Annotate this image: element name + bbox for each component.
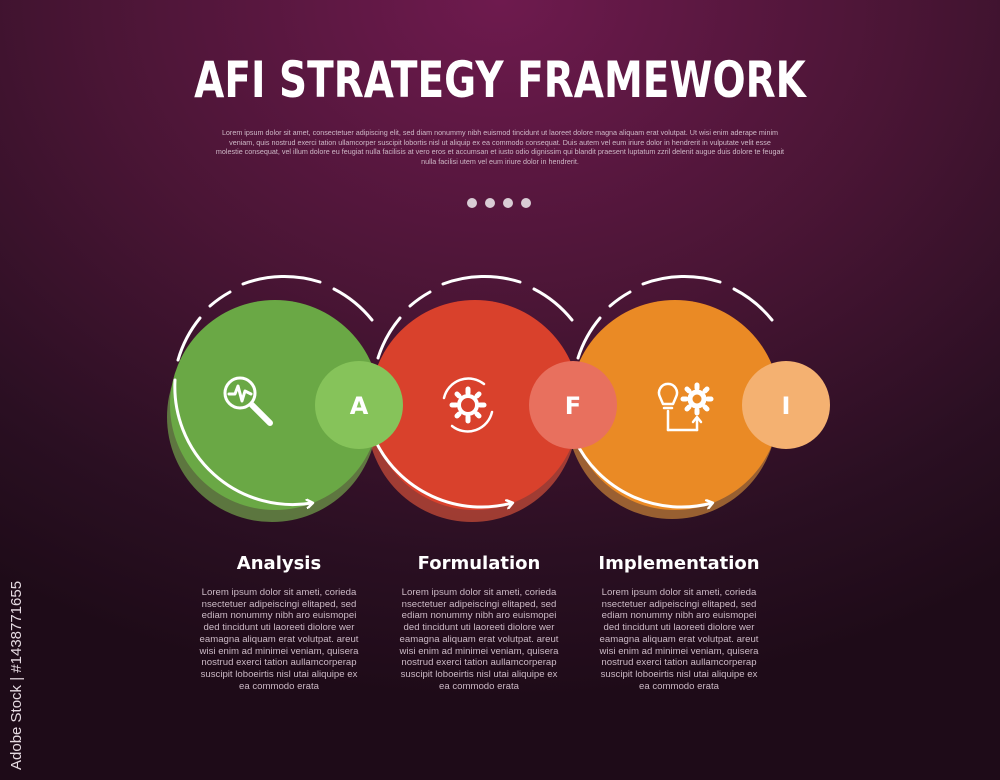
bulb-gear-icon <box>657 382 714 432</box>
orbit-rings <box>173 275 774 508</box>
stage-implementation-circle <box>567 300 780 519</box>
orbit-arc <box>408 290 432 308</box>
orbit-arc <box>441 275 522 286</box>
stage-analysis-circle <box>167 300 380 522</box>
orbit-arc <box>208 290 232 308</box>
orbit-arc <box>641 275 722 286</box>
gear-cycle-icon <box>442 377 494 433</box>
pagination-dot <box>485 198 495 208</box>
stage-description-formulation: Lorem ipsum dolor sit ameti, corieda nse… <box>399 587 559 692</box>
orbit-arc <box>176 316 202 362</box>
magnifier-pulse-icon <box>223 376 273 426</box>
stage-title-formulation: Formulation <box>417 553 541 574</box>
arrow <box>373 438 512 507</box>
orbit-arc <box>332 287 374 322</box>
badge-i: I <box>742 361 830 449</box>
orbit-arc <box>576 316 602 360</box>
stage-title-implementation: Implementation <box>598 553 760 574</box>
badge-f: F <box>529 361 617 449</box>
orbit-arc <box>608 290 632 308</box>
stage-description-implementation: Lorem ipsum dolor sit ameti, corieda nse… <box>599 587 759 692</box>
badge-letter-f: F <box>565 392 581 420</box>
arrow <box>573 438 712 507</box>
stage-title-analysis: Analysis <box>236 553 322 574</box>
watermark-text: Adobe Stock | #1438771655 <box>8 580 25 770</box>
intro-text: Lorem ipsum dolor sit amet, consectetuer… <box>215 128 785 166</box>
pagination-dot <box>467 198 477 208</box>
badge-letter-i: I <box>782 392 791 420</box>
pagination-dot <box>521 198 531 208</box>
orbit-arc <box>376 316 402 360</box>
arrow <box>173 378 312 505</box>
orbit-arc <box>732 287 774 322</box>
orbit-arc <box>532 287 574 322</box>
pagination-dots <box>467 198 531 208</box>
badge-letter-a: A <box>350 392 369 420</box>
stage-description-analysis: Lorem ipsum dolor sit ameti, corieda nse… <box>199 587 359 692</box>
page-title: AFI STRATEGY FRAMEWORK <box>194 51 806 109</box>
badge-a: A <box>315 361 403 449</box>
orbit-arc <box>241 275 322 286</box>
watermark: Adobe Stock | #1438771655 <box>8 540 28 770</box>
pagination-dot <box>503 198 513 208</box>
